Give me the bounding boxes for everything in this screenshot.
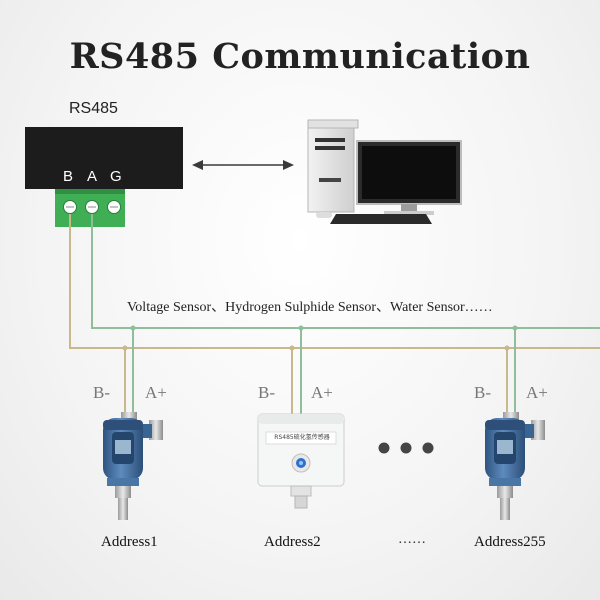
device-address: Address1 [101,534,158,550]
sensor-types-label: Voltage Sensor、Hydrogen Sulphide Sensor、… [127,300,493,315]
device1-b-label: B- [93,383,110,402]
rs485-converter-box [25,127,183,189]
computer-icon [307,119,462,224]
terminal-block [55,189,125,227]
rs485-label: RS485 [69,100,118,117]
ellipsis-label: …… [398,532,426,547]
wall-sensor-box-icon [257,413,345,509]
device255-b-label: B- [474,383,491,402]
pin-b-label: B [63,168,74,185]
pressure-transmitter-icon [103,412,163,520]
bidirectional-arrow-icon [192,160,294,170]
more-devices-dots-icon [378,442,434,454]
device255-a-label: A+ [526,383,548,402]
device-address: Address255 [474,534,546,550]
page-title: RS485 Communication [69,36,531,77]
device-address: Address2 [264,534,321,550]
bus-wires [69,214,600,420]
pressure-transmitter-icon [485,412,545,520]
sensor-box-panel-text: RS485硫化氢传感器 [274,434,330,441]
pin-a-label: A [87,168,98,185]
device2-b-label: B- [258,383,275,402]
pin-g-label: G [110,168,122,185]
wire-junctions [122,325,518,351]
device1-a-label: A+ [145,383,167,402]
device2-a-label: A+ [311,383,333,402]
